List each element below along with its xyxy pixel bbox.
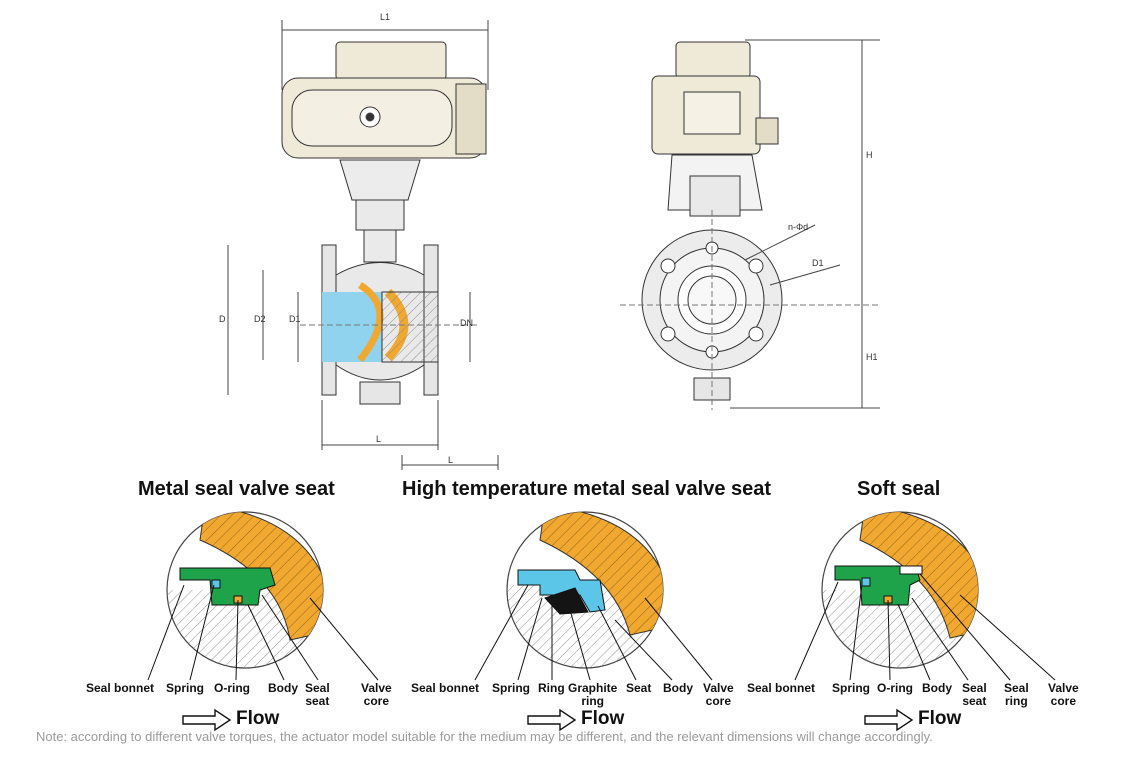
label-metal-seal-seat: Seal seat (305, 681, 330, 708)
flow-label-hightemp: Flow (581, 708, 625, 729)
footnote: Note: according to different valve torqu… (36, 729, 933, 744)
flow-label-metal: Flow (236, 708, 280, 729)
soft-seal-detail (794, 511, 1056, 681)
label-metal-valve-core: Valve core (361, 681, 392, 708)
label-ht-ring: Ring (538, 681, 565, 695)
label-soft-seal-bonnet: Seal bonnet (747, 681, 816, 695)
label-metal-spring: Spring (166, 681, 204, 695)
hightemp-seal-detail (474, 511, 713, 681)
flow-hightemp: Flow (581, 708, 624, 730)
dim-h1: H1 (866, 352, 878, 362)
label-ht-seat: Seat (626, 681, 652, 695)
label-soft-seal-seat: Seal seat (962, 681, 987, 708)
dim-l: L (376, 434, 382, 444)
label-ht-spring: Spring (492, 681, 530, 695)
label-ht-seal-bonnet: Seal bonnet (411, 681, 480, 695)
metal-seal-detail (147, 511, 379, 681)
dim-d: D (219, 314, 226, 324)
label-soft-seal-ring: Seal ring (1004, 681, 1029, 708)
label-metal-o-ring: O-ring (214, 681, 250, 695)
flow-label-soft: Flow (918, 708, 962, 729)
dim-dn: DN (460, 318, 473, 328)
dim-n-phi-d: n-Φd (788, 222, 809, 232)
side-view-drawing (620, 39, 880, 410)
label-soft-o-ring: O-ring (877, 681, 913, 695)
label-soft-spring: Spring (832, 681, 870, 695)
front-view-drawing (227, 20, 499, 470)
dim-d2: D2 (254, 314, 266, 324)
label-soft-body: Body (922, 681, 952, 695)
flow-metal: Flow (236, 708, 279, 730)
dim-l-second: L (448, 455, 454, 465)
label-soft-valve-core: Valve core (1048, 681, 1079, 708)
title-metal-seal: Metal seal valve seat (138, 478, 335, 500)
flow-soft: Flow (918, 708, 961, 730)
title-hightemp-seal: High temperature metal seal valve seat (402, 478, 772, 500)
label-ht-graphite-ring: Graphite ring (568, 681, 618, 708)
label-metal-seal-bonnet: Seal bonnet (86, 681, 155, 695)
label-ht-body: Body (663, 681, 693, 695)
label-ht-valve-core: Valve core (703, 681, 734, 708)
dim-d1: D1 (289, 314, 301, 324)
title-soft-seal: Soft seal (857, 478, 941, 500)
dim-l1: L1 (380, 12, 391, 22)
dim-h: H (866, 150, 873, 160)
dim-d1-right: D1 (812, 258, 824, 268)
label-metal-body: Body (268, 681, 298, 695)
flow-arrows (182, 708, 914, 732)
